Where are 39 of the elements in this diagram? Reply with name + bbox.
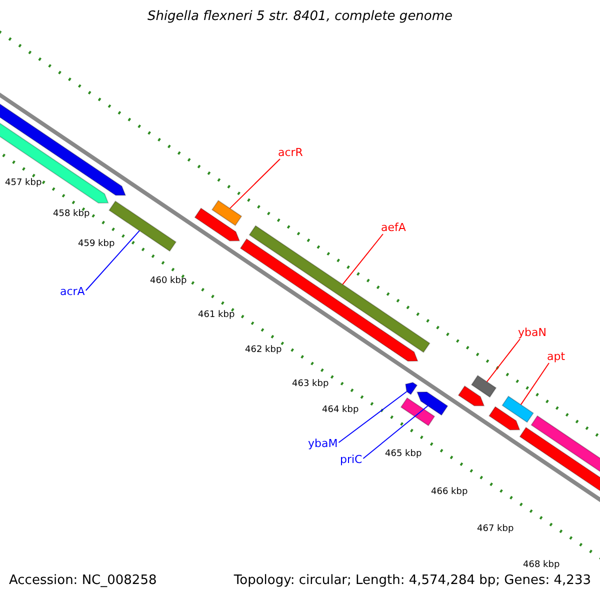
footer-text: Accession: NC_008258	[9, 574, 157, 587]
gene-bar	[488, 406, 520, 430]
gene-bar	[194, 208, 240, 242]
tick-label: 457 kbp	[5, 179, 42, 188]
tick-label: 462 kbp	[245, 346, 282, 355]
tick-label: 466 kbp	[431, 488, 468, 497]
footer-text: Topology: circular; Length: 4,574,284 bp; Genes: 4,233	[234, 574, 591, 587]
tick-label: 464 kbp	[322, 406, 359, 415]
leader-line	[342, 234, 384, 285]
gene-label: priC	[340, 454, 362, 465]
leader-line	[486, 338, 520, 382]
title: Shigella flexneri 5 str. 8401, complete genome	[147, 10, 453, 23]
gene-label: ybaN	[518, 327, 546, 338]
tick-label: 458 kbp	[53, 210, 90, 219]
leader-line	[520, 362, 550, 406]
gene-bar	[400, 397, 436, 426]
leader-line	[85, 230, 140, 291]
gene-bar	[502, 396, 534, 423]
tick-label: 463 kbp	[292, 380, 329, 389]
leader-line	[229, 158, 280, 209]
gene-bar	[416, 392, 448, 416]
gene-bar	[211, 200, 242, 226]
tick-label: 467 kbp	[477, 525, 514, 534]
tick-label: 468 kbp	[523, 561, 560, 570]
gene-label: acrA	[60, 286, 85, 297]
tick-label: 465 kbp	[385, 450, 422, 459]
gene-bar	[470, 374, 497, 398]
tick-label: 459 kbp	[78, 240, 115, 249]
leader-line	[338, 391, 408, 443]
tick-label: 461 kbp	[198, 311, 235, 320]
leader-line	[362, 405, 428, 459]
gene-label: apt	[547, 351, 566, 362]
gene-label: acrR	[278, 147, 303, 158]
tick-label: 460 kbp	[150, 277, 187, 286]
gene-bar	[458, 385, 485, 406]
gene-bar	[240, 238, 418, 362]
gene-label: ybaM	[308, 438, 338, 449]
gene-bar	[405, 382, 418, 396]
gene-label: aefA	[381, 222, 406, 233]
